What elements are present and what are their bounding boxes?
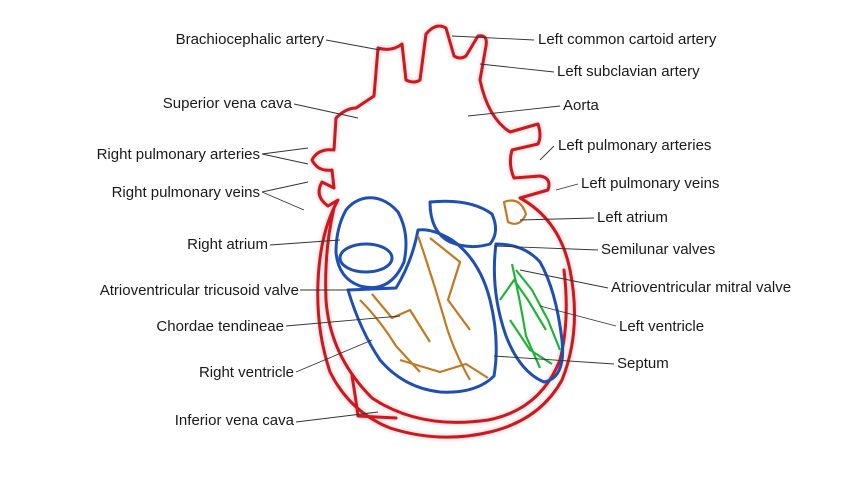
label-left-pulmonary-veins: Left pulmonary veins — [581, 175, 720, 192]
label-av-mitral-valve: Atrioventricular mitral valve — [611, 279, 792, 296]
label-left-pulmonary-arteries: Left pulmonary arteries — [558, 137, 712, 154]
pericardium-outline — [324, 206, 568, 424]
label-inferior-vena-cava: Inferior vena cava — [174, 412, 294, 429]
label-septum: Septum — [617, 355, 669, 372]
right-ventricle-chamber — [346, 228, 498, 394]
label-right-pulmonary-arteries: Right pulmonary arteries — [96, 146, 260, 163]
right-atrium-valve — [338, 242, 394, 274]
label-right-ventricle: Right ventricle — [198, 364, 294, 381]
label-superior-vena-cava: Superior vena cava — [162, 95, 292, 112]
label-brachiocephalic-artery: Brachiocephalic artery — [175, 31, 324, 48]
heart-outer-outline — [310, 24, 576, 439]
label-left-ventricle: Left ventricle — [619, 318, 705, 335]
right-atrium-chamber — [334, 196, 408, 289]
label-left-common-carotid-artery: Left common cartoid artery — [538, 31, 717, 48]
label-chordae-tendineae: Chordae tendineae — [156, 318, 284, 335]
label-right-pulmonary-veins: Right pulmonary veins — [111, 184, 260, 201]
left-chordae-group — [499, 263, 562, 369]
label-left-subclavian-artery: Left subclavian artery — [557, 63, 700, 80]
right-chordae-group — [359, 199, 528, 381]
label-semilunar-valves: Semilunar valves — [601, 241, 716, 258]
leader-lines — [261, 35, 617, 423]
inferior-vena-cava-line — [350, 374, 398, 420]
label-av-tricuspid-valve: Atrioventricular tricusoid valve — [99, 282, 299, 299]
label-aorta: Aorta — [563, 97, 599, 114]
left-atrium-chamber — [428, 199, 497, 249]
left-ventricle-chamber — [492, 242, 565, 384]
label-left-atrium: Left atrium — [597, 209, 668, 226]
label-right-atrium: Right atrium — [187, 236, 268, 253]
